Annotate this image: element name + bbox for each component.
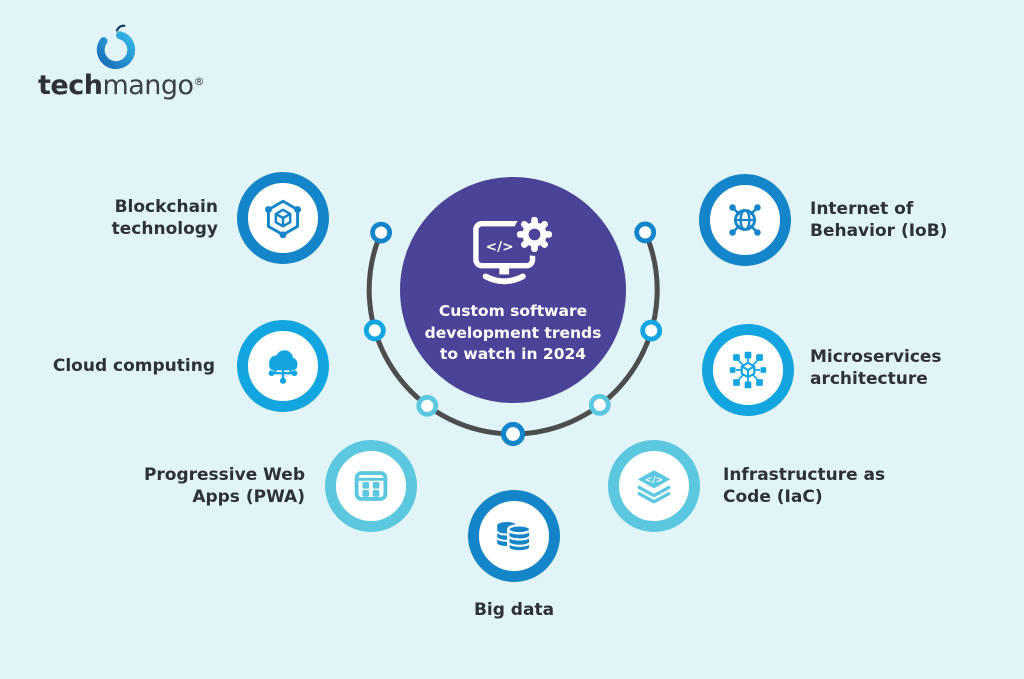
arc-node-cloud <box>363 319 386 342</box>
registered-mark: ® <box>193 75 205 88</box>
blockchain-ring <box>237 172 329 264</box>
logo-tech: tech <box>38 70 103 101</box>
arc-node-iob <box>634 221 657 244</box>
arc-node-bigdata <box>500 421 526 447</box>
center-title: Custom software development trends to wa… <box>424 302 602 364</box>
blockchain-cube-icon <box>264 199 302 239</box>
iac-ring: </> <box>608 440 700 532</box>
globe-network-icon <box>729 204 761 236</box>
arc-node-pwa <box>416 394 439 417</box>
iob-ring <box>699 174 791 266</box>
cloud-network-icon <box>268 350 298 384</box>
arc-node-iac <box>588 393 611 416</box>
cloud-label: Cloud computing <box>52 355 215 376</box>
logo-wordmark: techmango® <box>38 70 218 101</box>
pwa-label: Progressive Web Apps (PWA) <box>143 464 305 507</box>
iac-label: Infrastructure as Code (IaC) <box>723 464 886 507</box>
microservices-nodes-icon <box>729 351 767 389</box>
techmango-logo: techmango® <box>38 22 218 101</box>
svg-text:</>: </> <box>645 476 664 486</box>
microservices-label: Microservices architecture <box>810 346 942 389</box>
mango-icon <box>96 24 136 69</box>
logo-mango: mango <box>102 70 194 101</box>
arc-node-microservices <box>640 319 663 342</box>
svg-text:</>: </> <box>486 239 514 255</box>
database-icon <box>496 522 532 553</box>
cloud-ring <box>237 320 329 412</box>
iob-label: Internet of Behavior (IoB) <box>810 198 948 241</box>
blockchain-label: Blockchain technology <box>111 196 218 239</box>
layers-code-icon: </> <box>637 470 671 504</box>
bigdata-ring <box>468 490 560 582</box>
pwa-ring <box>325 440 417 532</box>
arc-node-blockchain <box>370 221 393 244</box>
center-circle: </> Custom software development trends t… <box>400 177 626 403</box>
microservices-ring <box>702 324 794 416</box>
bigdata-label: Big data <box>473 599 555 620</box>
monitor-code-gear-icon: </> <box>473 212 556 285</box>
app-window-grid-icon <box>354 471 388 501</box>
